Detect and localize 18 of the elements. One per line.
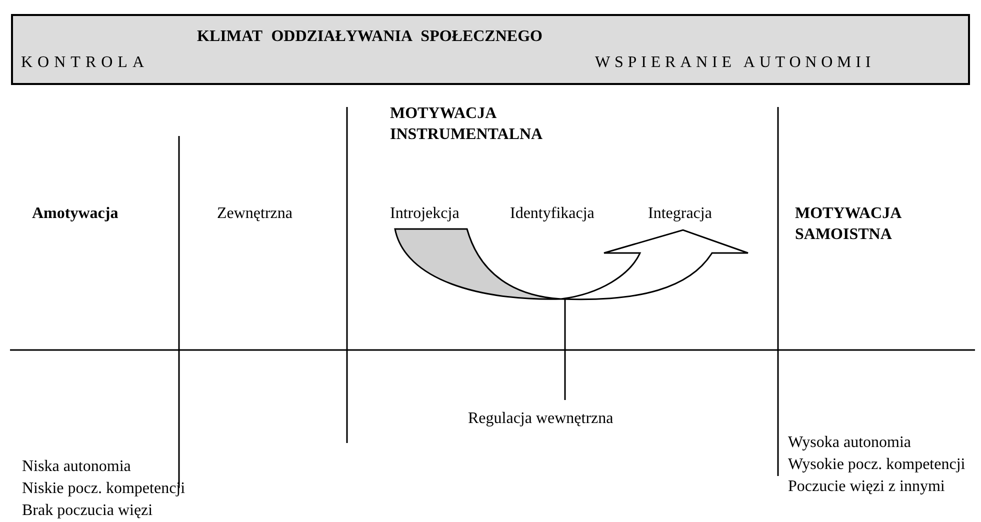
category-label: Zewnętrzna	[217, 204, 293, 224]
category-label: Identyfikacja	[510, 204, 594, 224]
feature-note: Niskie pocz. kompetencji	[22, 479, 186, 499]
section-heading: MOTYWACJA SAMOISTNA	[795, 204, 902, 245]
feature-note: Wysoka autonomia	[788, 433, 912, 453]
header-band	[11, 14, 970, 85]
category-label: Introjekcja	[390, 204, 460, 224]
category-label: Integracja	[648, 204, 712, 224]
feature-note: Brak poczucia więzi	[22, 501, 153, 521]
header-title: KLIMAT ODDZIAŁYWANIA SPOŁECZNEGO	[197, 27, 542, 47]
section-heading: MOTYWACJA INSTRUMENTALNA	[390, 104, 540, 145]
category-label: Amotywacja	[32, 204, 118, 224]
feature-note: Wysokie pocz. kompetencji	[788, 455, 966, 475]
feature-note: Poczucie więzi z innymi	[788, 477, 945, 497]
scale-end-label: KONTROLA	[21, 53, 149, 73]
axis-note: Regulacja wewnętrzna	[468, 409, 614, 429]
feature-note: Niska autonomia	[22, 457, 131, 477]
scale-end-label: WSPIERANIE AUTONOMII	[595, 53, 876, 73]
